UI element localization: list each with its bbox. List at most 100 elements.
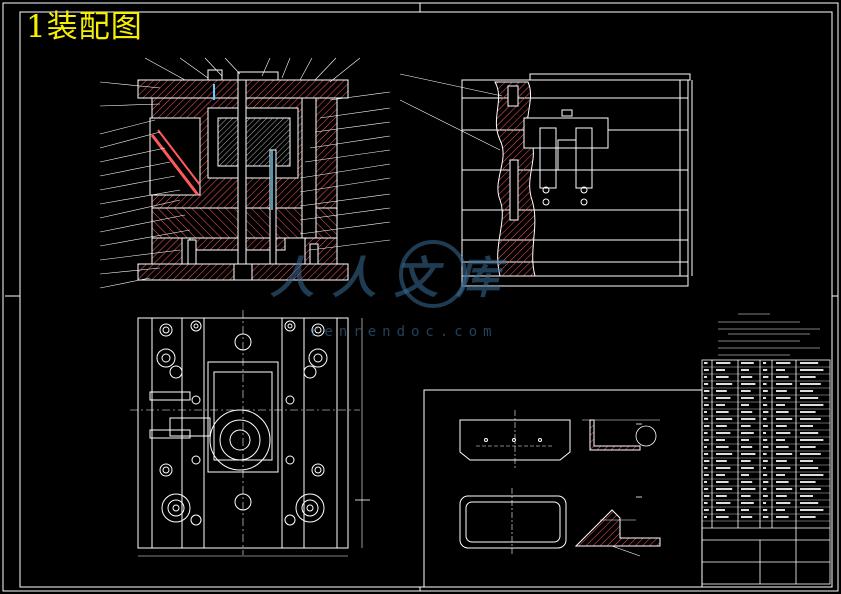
parts-list-cell-mark bbox=[776, 488, 793, 490]
parts-list-cell-mark bbox=[716, 369, 725, 371]
parts-list-cell-mark bbox=[741, 411, 753, 413]
parts-list-row-text bbox=[704, 362, 824, 518]
parts-list-cell-mark bbox=[716, 509, 725, 511]
parts-list-cell-mark bbox=[716, 495, 727, 497]
parts-list-cell-mark bbox=[716, 481, 729, 483]
parts-list-cell-mark bbox=[763, 495, 768, 497]
parts-list-cell-mark bbox=[776, 390, 787, 392]
parts-list-cell-mark bbox=[741, 453, 756, 455]
main-section-view bbox=[99, 57, 391, 289]
parts-list-cell-mark bbox=[776, 425, 787, 427]
parts-list-cell-mark bbox=[704, 369, 709, 371]
parts-list-cell-mark bbox=[716, 516, 729, 518]
parts-list-cell-mark bbox=[763, 509, 768, 511]
parts-list-cell-mark bbox=[763, 369, 768, 371]
parts-list-cell-mark bbox=[763, 446, 769, 448]
parts-list-cell-mark bbox=[763, 488, 767, 490]
parts-list-cell-mark bbox=[741, 481, 753, 483]
parts-list-cell-mark bbox=[763, 439, 768, 441]
parts-list-cell-mark bbox=[800, 446, 816, 448]
parts-list-cell-mark bbox=[800, 509, 824, 511]
parts-list-cell-mark bbox=[763, 411, 769, 413]
parts-list-cell-mark bbox=[800, 383, 821, 385]
parts-list-cell-mark bbox=[704, 516, 707, 518]
parts-list-cell-mark bbox=[800, 453, 821, 455]
parts-list-cell-mark bbox=[800, 516, 816, 518]
parts-list-cell-mark bbox=[800, 376, 816, 378]
parts-list-cell-mark bbox=[741, 502, 754, 504]
parts-list-cell-mark bbox=[704, 418, 709, 420]
parts-list-cell-mark bbox=[800, 390, 813, 392]
parts-list-cell-mark bbox=[776, 502, 791, 504]
parts-list-rows bbox=[702, 366, 830, 522]
parts-list-cell-mark bbox=[776, 369, 785, 371]
parts-list-cell-mark bbox=[800, 418, 821, 420]
parts-list-cell-mark bbox=[704, 425, 710, 427]
parts-list-cell-mark bbox=[704, 460, 710, 462]
parts-list-cell-mark bbox=[741, 397, 754, 399]
parts-list-cell-mark bbox=[776, 383, 793, 385]
parts-list-cell-mark bbox=[716, 425, 727, 427]
parts-list-cell-mark bbox=[800, 404, 824, 406]
parts-list-cell-mark bbox=[741, 390, 751, 392]
parts-list-cell-mark bbox=[716, 502, 731, 504]
parts-list-cell-mark bbox=[800, 432, 819, 434]
parts-list-cell-mark bbox=[741, 446, 753, 448]
parts-list-cell-mark bbox=[716, 376, 729, 378]
parts-list-cell-mark bbox=[704, 481, 707, 483]
parts-list-cell-mark bbox=[776, 467, 791, 469]
parts-list-cell-mark bbox=[763, 404, 768, 406]
parts-list-cell-mark bbox=[776, 397, 791, 399]
technical-notes bbox=[718, 313, 820, 356]
parts-list-cell-mark bbox=[763, 460, 768, 462]
parts-list-cell-mark bbox=[800, 369, 824, 371]
parts-list-cell-mark bbox=[776, 453, 793, 455]
parts-list-cell-mark bbox=[704, 495, 710, 497]
parts-list-cell-mark bbox=[800, 439, 824, 441]
parts-list-cell-mark bbox=[763, 474, 768, 476]
parts-list-cell-mark bbox=[741, 467, 754, 469]
parts-list-cell-mark bbox=[704, 411, 707, 413]
parts-list-cell-mark bbox=[704, 362, 708, 364]
parts-list-cell-mark bbox=[741, 404, 749, 406]
parts-list-cell-mark bbox=[704, 474, 709, 476]
parts-list-cell-mark bbox=[716, 460, 727, 462]
parts-list-cell-mark bbox=[741, 488, 756, 490]
parts-list-cell-mark bbox=[763, 397, 766, 399]
parts-list-cell-mark bbox=[716, 383, 733, 385]
parts-list-cell-mark bbox=[763, 467, 766, 469]
parts-list-cell-mark bbox=[716, 467, 731, 469]
parts-list-cell-mark bbox=[776, 460, 787, 462]
parts-list-cell-mark bbox=[763, 383, 767, 385]
parts-list-cell-mark bbox=[741, 516, 753, 518]
parts-list-cell-mark bbox=[776, 362, 791, 364]
parts-list-cell-mark bbox=[800, 474, 824, 476]
parts-list-cell-mark bbox=[776, 474, 785, 476]
parts-list-cell-mark bbox=[763, 432, 766, 434]
parts-list-cell-mark bbox=[741, 376, 753, 378]
parts-list-cell-mark bbox=[741, 495, 751, 497]
parts-list-cell-mark bbox=[704, 397, 708, 399]
parts-list-cell-mark bbox=[741, 509, 749, 511]
parts-list-cell-mark bbox=[716, 474, 725, 476]
part-drawing-box bbox=[423, 389, 703, 588]
parts-list-cell-mark bbox=[800, 425, 813, 427]
parts-list-cell-mark bbox=[704, 467, 708, 469]
parts-list-cell-mark bbox=[776, 481, 789, 483]
parts-list-cell-mark bbox=[776, 446, 789, 448]
parts-list-cell-mark bbox=[763, 453, 767, 455]
parts-list-cell-mark bbox=[704, 502, 708, 504]
parts-list-cell-mark bbox=[800, 362, 819, 364]
parts-list-cell-mark bbox=[776, 439, 785, 441]
parts-list-cell-mark bbox=[741, 439, 749, 441]
parts-list-cell-mark bbox=[716, 488, 733, 490]
parts-list-cell-mark bbox=[776, 418, 793, 420]
parts-list-cell-mark bbox=[741, 418, 756, 420]
parts-list-cell-mark bbox=[776, 495, 787, 497]
parts-list-cell-mark bbox=[704, 376, 707, 378]
parts-list-cell-mark bbox=[800, 488, 821, 490]
parts-list-cell-mark bbox=[800, 411, 816, 413]
parts-list-cell-mark bbox=[741, 425, 751, 427]
parts-list-cell-mark bbox=[741, 460, 751, 462]
parts-list-cell-mark bbox=[741, 474, 749, 476]
